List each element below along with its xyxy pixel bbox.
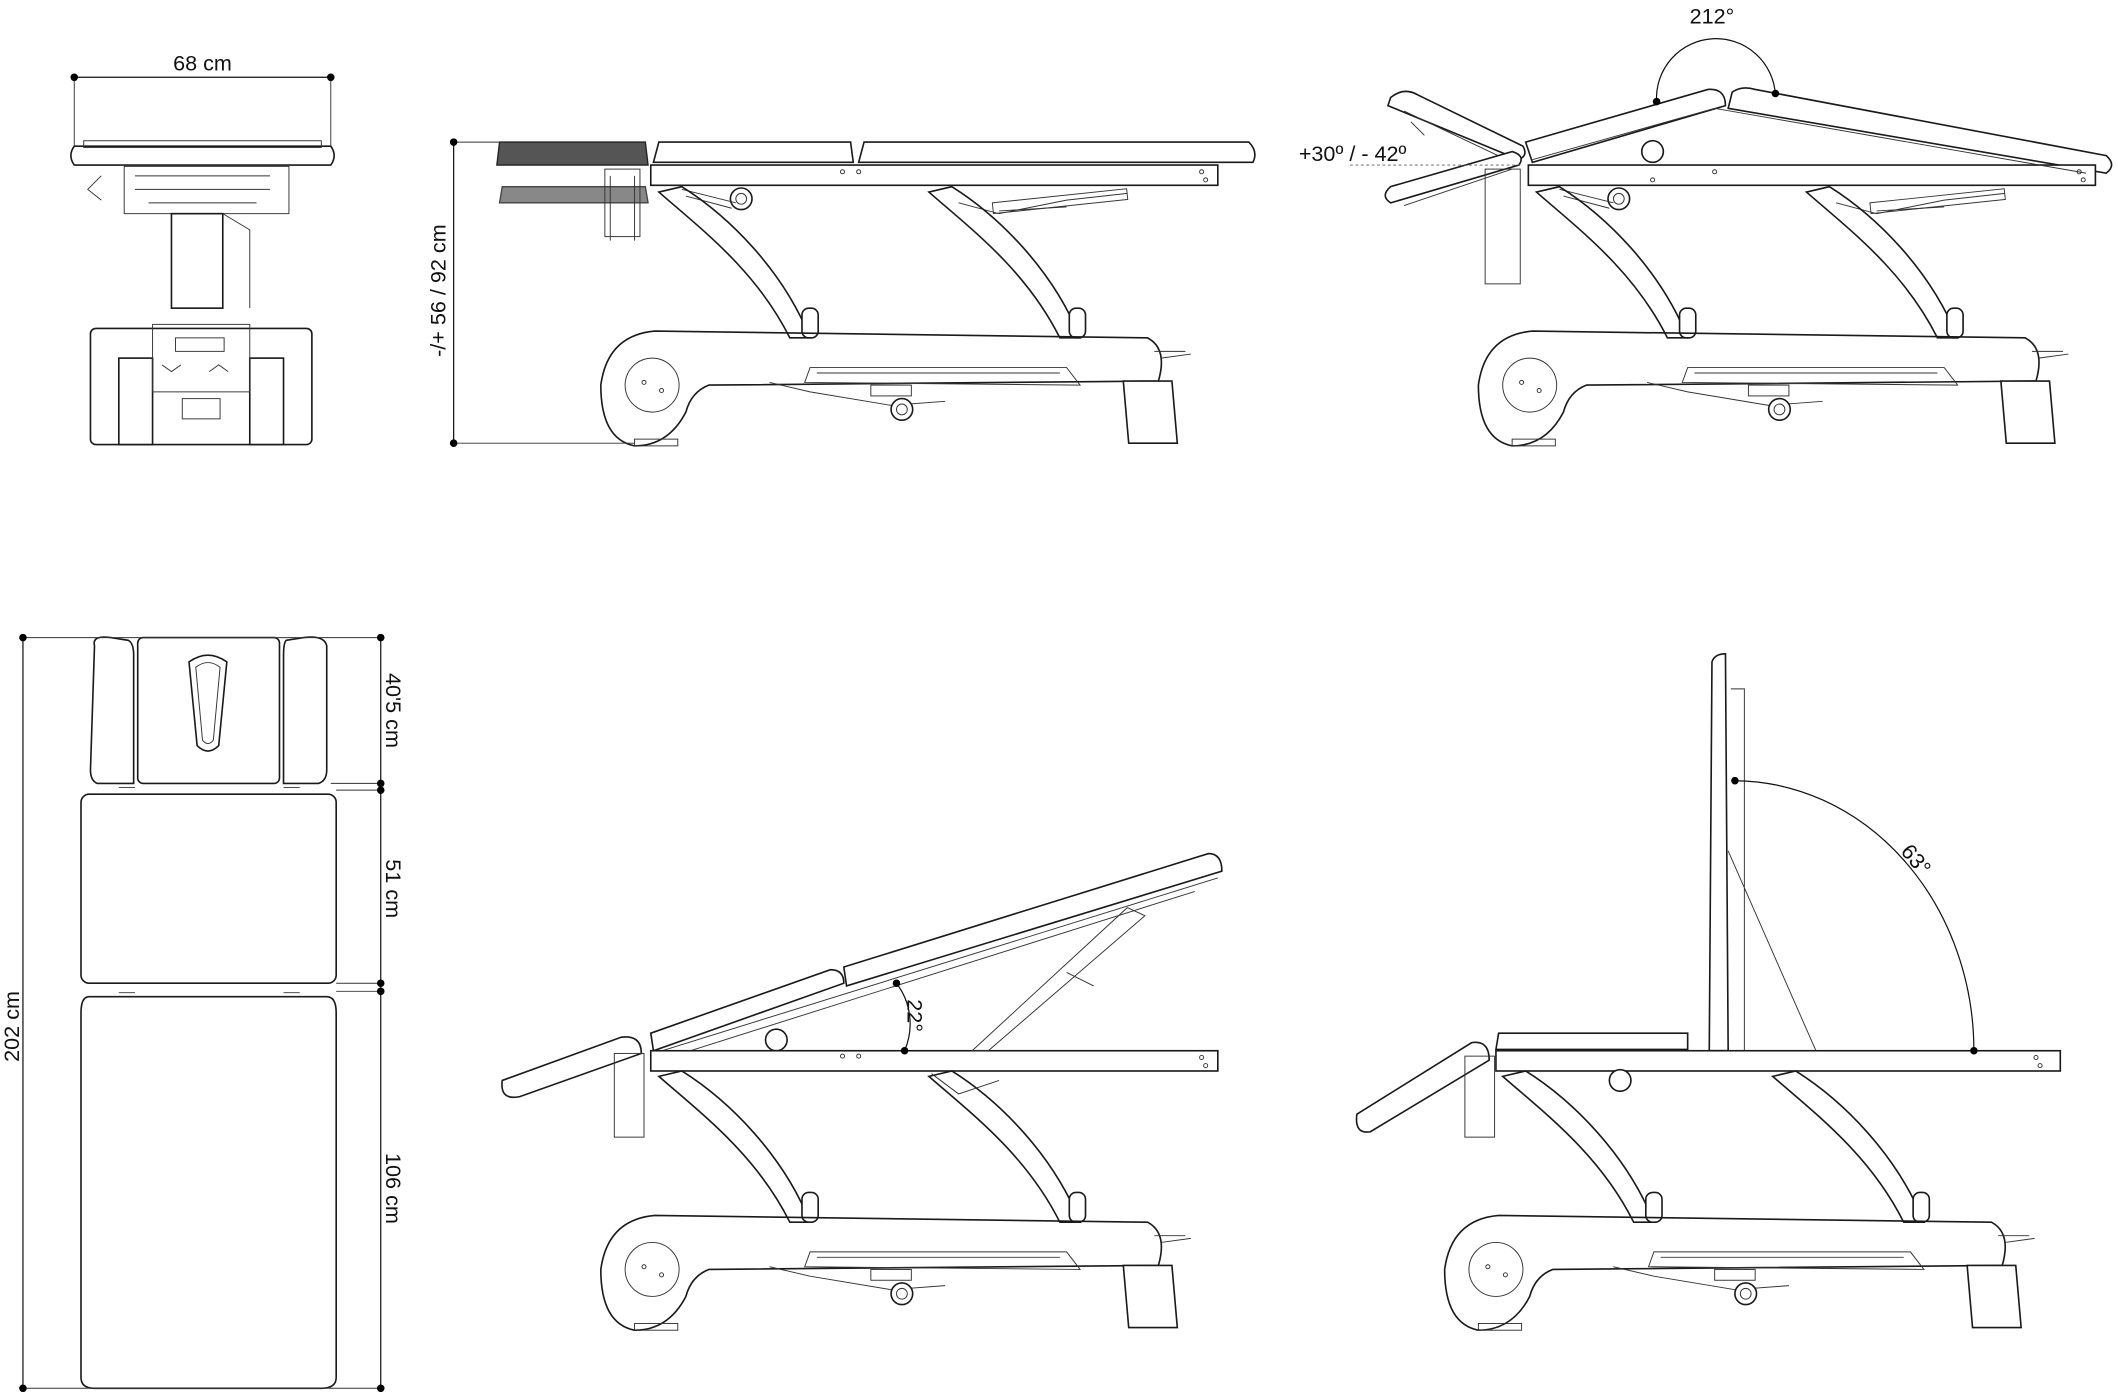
side-view-incline: 22° bbox=[501, 852, 1223, 1332]
backrest-angle-label: 63° bbox=[1896, 839, 1936, 880]
incline-angle-label: 22° bbox=[902, 999, 927, 1032]
length-dimensions: 202 cm 40'5 cm 51 cm 106 cm bbox=[0, 633, 406, 1393]
top-view bbox=[80, 636, 337, 1390]
head-range-label: +30º / - 42º bbox=[1299, 141, 1407, 166]
body-angle-label: 212° bbox=[1690, 3, 1735, 28]
side-view-backrest: 63° bbox=[1355, 652, 2062, 1332]
left-arm-rest bbox=[89, 636, 135, 785]
head-section-raised bbox=[496, 141, 649, 166]
middle-section bbox=[80, 793, 337, 985]
height-dimension: -/+ 56 / 92 cm bbox=[426, 138, 635, 447]
leg-length-label: 106 cm bbox=[381, 1153, 406, 1224]
total-length-label: 202 cm bbox=[0, 991, 24, 1062]
right-arm-rest bbox=[282, 636, 328, 785]
face-hole bbox=[188, 654, 228, 752]
leg-section bbox=[80, 995, 337, 1390]
head-section bbox=[136, 636, 281, 785]
front-view bbox=[70, 140, 335, 446]
head-section-lowered bbox=[498, 185, 649, 204]
side-view-height bbox=[496, 141, 1256, 447]
height-label: -/+ 56 / 92 cm bbox=[426, 224, 451, 357]
middle-length-label: 51 cm bbox=[381, 859, 406, 918]
width-label: 68 cm bbox=[173, 51, 232, 76]
width-dimension: 68 cm bbox=[70, 51, 335, 147]
side-view-head-tilt: 212° +30º / - 42º bbox=[1299, 3, 2113, 447]
head-length-label: 40'5 cm bbox=[381, 673, 406, 748]
